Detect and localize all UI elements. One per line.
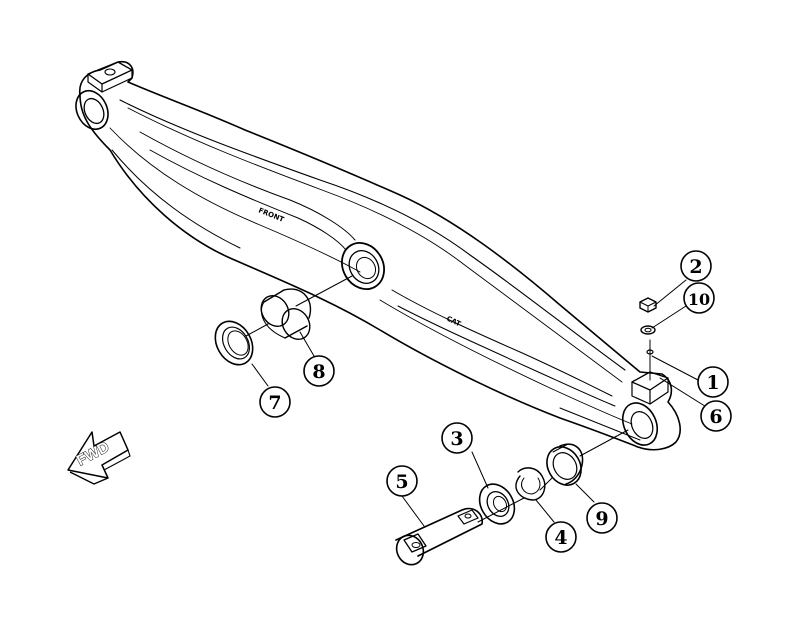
callout-2-label: 2 [689, 256, 702, 278]
leader-lines [251, 279, 709, 527]
callout-6-label: 6 [709, 406, 722, 428]
part-7-thrust-washer [214, 320, 254, 366]
callout-10: 10 [683, 282, 715, 314]
callout-7-label: 7 [268, 392, 281, 414]
part-4-retaining-ring [515, 467, 546, 501]
assembly-line-4-9 [539, 477, 553, 491]
callout-10-label: 10 [688, 290, 710, 309]
part-5-pin [395, 507, 484, 566]
part-2-bolt [639, 297, 657, 313]
assembly-line-9-bore [579, 429, 629, 457]
callout-7: 7 [259, 386, 291, 418]
callout-8: 8 [303, 355, 335, 387]
callout-1: 1 [697, 366, 729, 398]
callout-4: 4 [545, 521, 577, 553]
callout-3-label: 3 [450, 428, 463, 450]
callout-5-label: 5 [395, 471, 408, 493]
cat-marking: CAT [445, 315, 462, 329]
callout-3: 3 [441, 422, 473, 454]
assembly-line-7-8 [245, 323, 269, 337]
callout-8-label: 8 [312, 361, 325, 383]
assembly-line-pin-3 [477, 497, 525, 523]
callout-4-label: 4 [554, 527, 567, 549]
part-1-shim [646, 349, 654, 355]
part-3-spacer [478, 483, 516, 525]
callout-9-label: 9 [595, 508, 608, 530]
part-10-washer [640, 325, 656, 335]
callout-2: 2 [680, 250, 712, 282]
callout-1-label: 1 [706, 372, 719, 394]
part-8-bushing [260, 288, 312, 341]
arrow-left-icon [67, 431, 129, 479]
part-9-bearing [546, 443, 584, 486]
assembly-line-8-bore [295, 275, 353, 307]
front-marking: FRONT [257, 206, 285, 224]
equalizer-bar [75, 60, 681, 451]
callout-5: 5 [386, 465, 418, 497]
fwd-direction-arrow: FWD [67, 431, 131, 485]
assembly-lines [245, 275, 651, 523]
callout-6: 6 [700, 400, 732, 432]
callout-9: 9 [586, 502, 618, 534]
